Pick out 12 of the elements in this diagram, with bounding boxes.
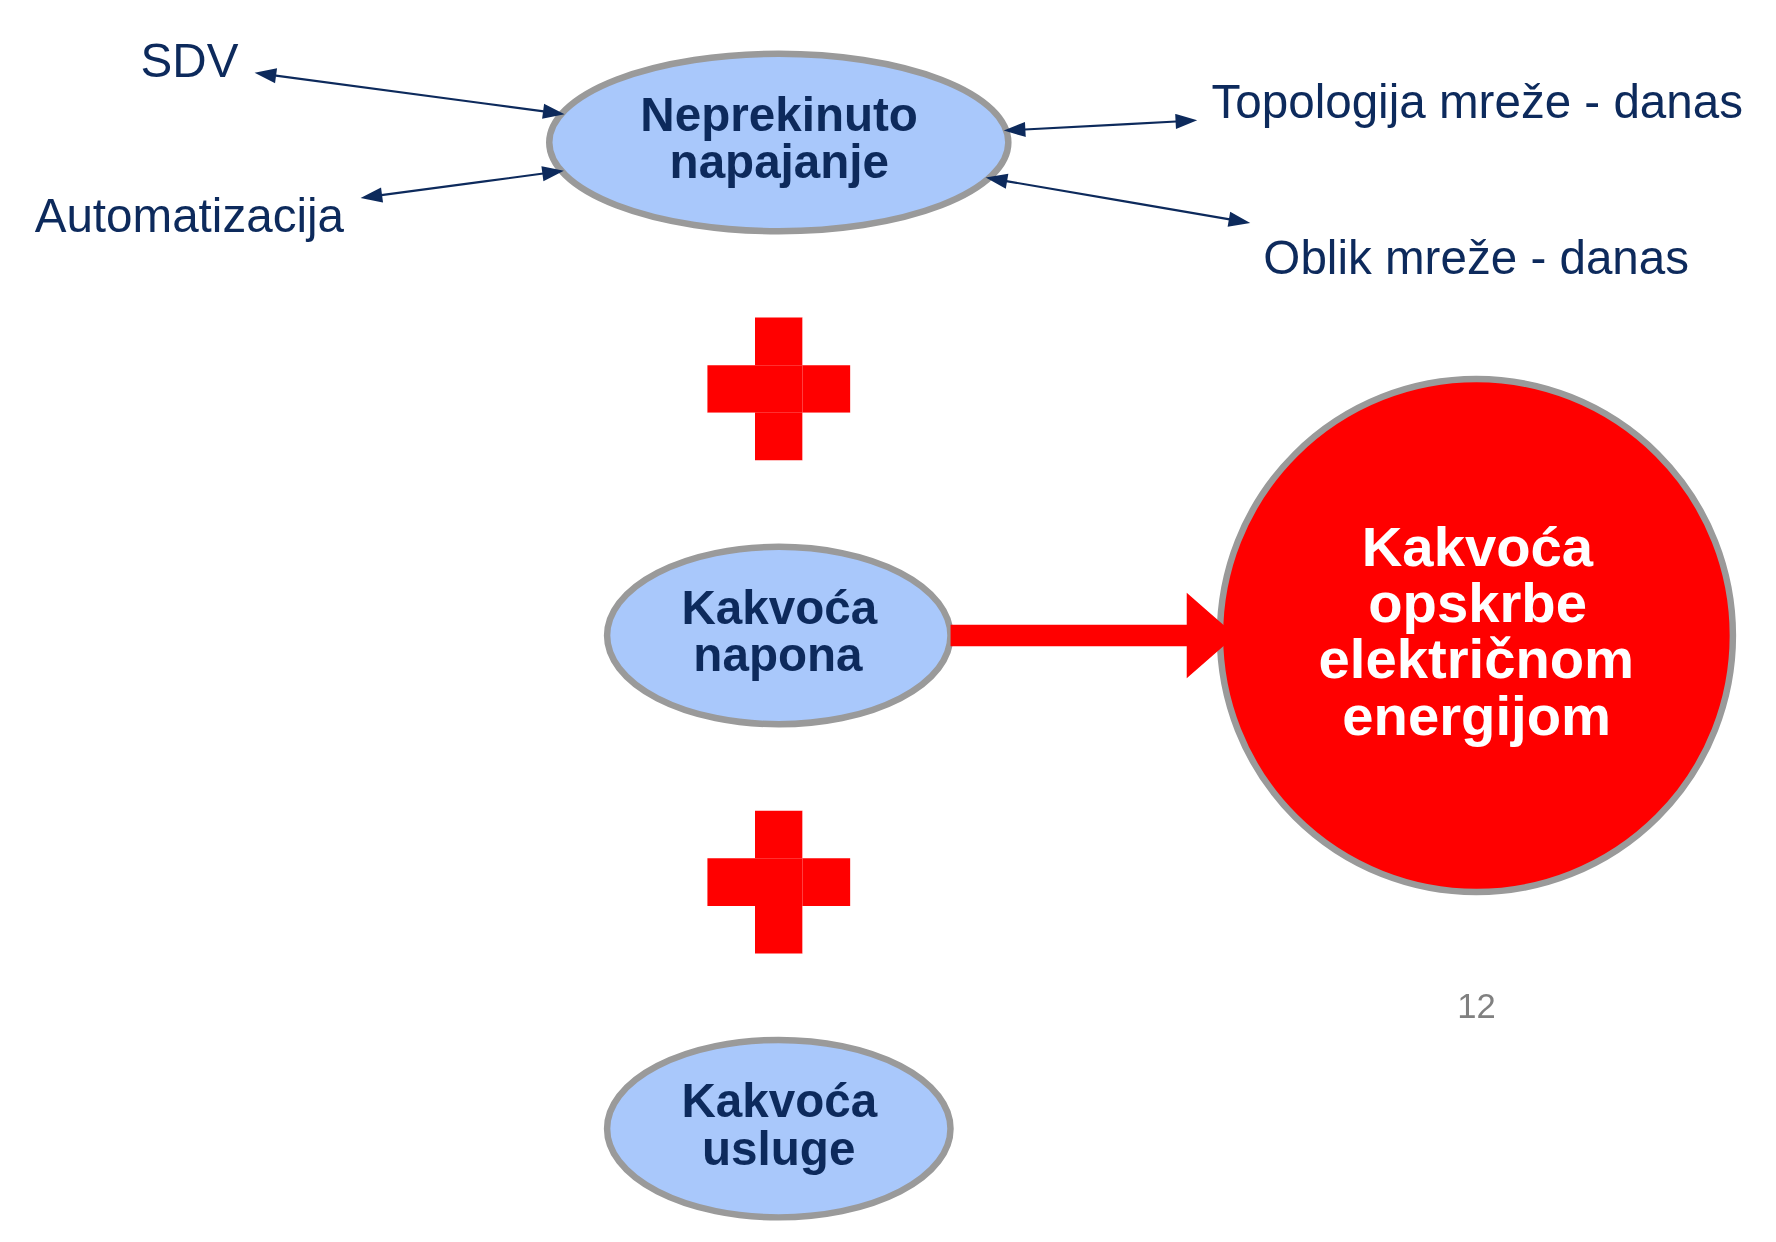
arrow [985, 173, 1251, 227]
node-text: Oblik mreže - danas [1263, 230, 1690, 283]
node-ellipse: Kakvoća napona [603, 543, 954, 727]
node-text: Topologija mreže - danas [1211, 74, 1744, 128]
arrow [1003, 113, 1198, 137]
label: 12 [1457, 986, 1496, 1025]
arrow [254, 67, 565, 119]
node-text: SDV [140, 33, 239, 87]
node-ellipse: Kakvoća usluge [603, 1036, 954, 1221]
node-text: Automatizacija [34, 188, 345, 242]
arrow [360, 165, 564, 203]
node-circle: Kakvoća opskrbe električnom energijom [1216, 375, 1737, 895]
